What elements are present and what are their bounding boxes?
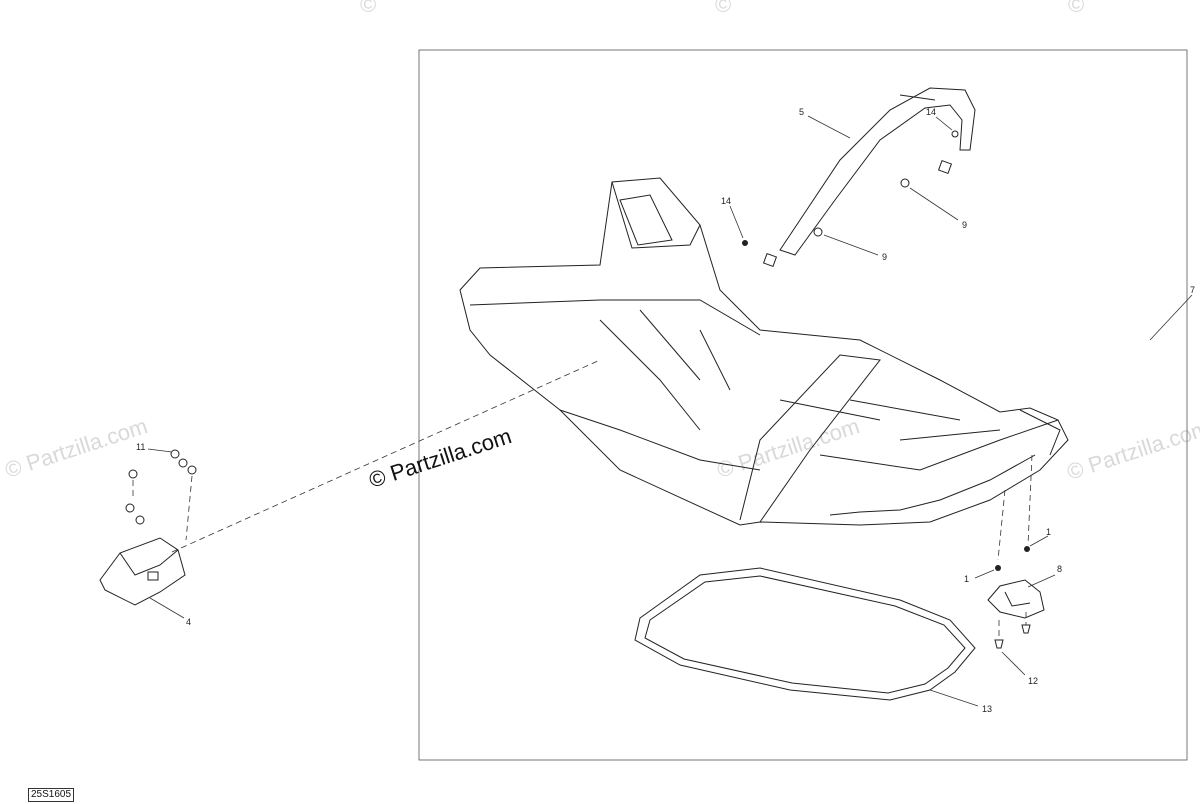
- callout-9-right: 9: [962, 220, 967, 230]
- bracket-right: [987, 579, 1045, 619]
- callout-11: 11: [136, 442, 145, 452]
- leader-1-right: [1029, 535, 1049, 547]
- callout-9-left: 9: [882, 252, 887, 262]
- dashed-alignment-right-1: [997, 489, 1006, 561]
- callout-1-left: 1: [964, 574, 969, 584]
- callout-4: 4: [186, 617, 191, 627]
- screws-12: [994, 612, 1031, 649]
- reference-code-label: 25S1605: [28, 788, 75, 802]
- dashed-alignment-right-2: [1027, 454, 1033, 546]
- watermark-top-1: ©: [360, 0, 376, 17]
- watermark-center: © Partzilla.com: [714, 413, 863, 483]
- seat: [459, 177, 1069, 526]
- leader-11: [147, 448, 173, 453]
- callout-14-right: 14: [926, 107, 936, 117]
- nut-14-right: [951, 130, 959, 138]
- watermark-main: © Partzilla.com: [366, 423, 515, 493]
- leader-1-left: [974, 569, 995, 579]
- seal-gasket: [634, 567, 976, 701]
- nut-1-left: [995, 565, 1001, 571]
- screws-11: [125, 449, 197, 541]
- callout-14-left: 14: [721, 196, 731, 206]
- rivet-9-left: [813, 227, 823, 237]
- rivet-9-right: [900, 178, 910, 188]
- callout-13: 13: [982, 704, 992, 714]
- leader-7: [1149, 294, 1193, 341]
- strap: [762, 87, 976, 268]
- callout-5: 5: [799, 107, 804, 117]
- bracket-left: [99, 537, 186, 606]
- watermark-top-2: ©: [715, 0, 731, 17]
- leader-9-left: [823, 234, 879, 256]
- callout-12: 12: [1028, 676, 1038, 686]
- leader-9-right: [909, 187, 959, 221]
- nut-14-left: [742, 240, 748, 246]
- watermark-right: © Partzilla.com: [1064, 415, 1200, 485]
- assembly-frame: [418, 49, 1188, 761]
- watermark-top-3: ©: [1068, 0, 1084, 17]
- leader-4: [149, 597, 185, 619]
- leader-8: [1027, 574, 1056, 588]
- callout-1-right: 1: [1046, 527, 1051, 537]
- nut-1-right: [1024, 546, 1030, 552]
- watermark-left: © Partzilla.com: [2, 413, 151, 483]
- leader-13: [929, 689, 979, 707]
- dashed-leader-bracket-to-seat: [171, 359, 601, 553]
- leader-5: [807, 115, 851, 139]
- callout-8: 8: [1057, 564, 1062, 574]
- leader-12: [1001, 651, 1026, 676]
- callout-7: 7: [1190, 285, 1195, 295]
- leader-14-right: [935, 116, 953, 131]
- leader-14-left: [729, 205, 744, 239]
